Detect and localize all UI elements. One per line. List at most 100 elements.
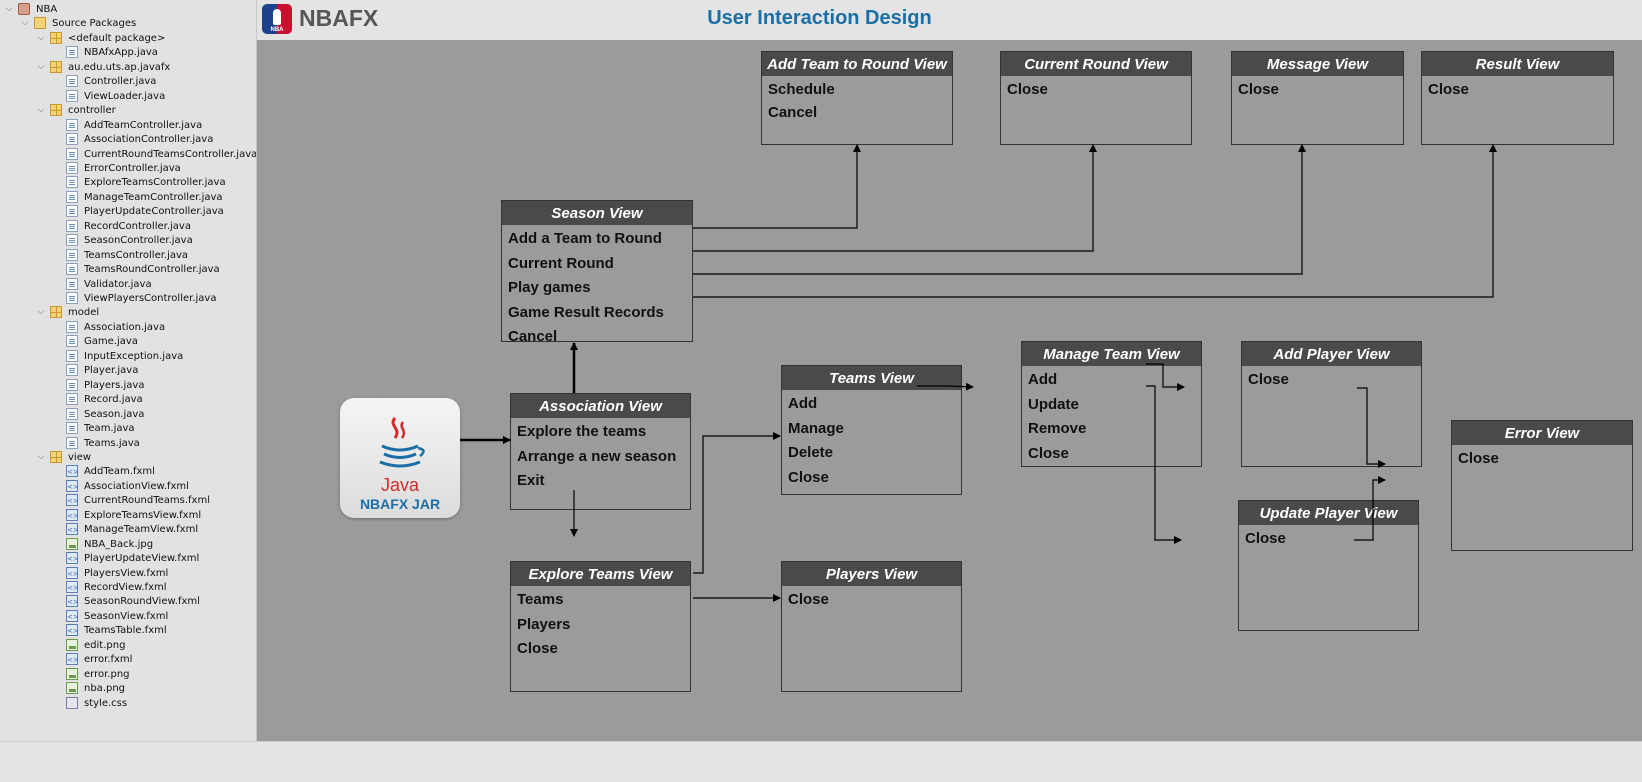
tree-item[interactable]: ⌵controller — [0, 103, 256, 118]
tree-item[interactable]: Season.java — [0, 407, 256, 422]
tree-item[interactable]: SeasonView.fxml — [0, 609, 256, 625]
java-file-icon — [66, 190, 78, 203]
tree-item[interactable]: PlayersView.fxml — [0, 566, 256, 582]
tree-item[interactable]: PlayerUpdateController.java — [0, 204, 256, 219]
view-item: Remove — [1028, 420, 1087, 437]
tree-item[interactable]: ExploreTeamsView.fxml — [0, 508, 256, 524]
tree-item[interactable]: NBA_Back.jpg — [0, 537, 256, 552]
tree-item[interactable]: PlayerUpdateView.fxml — [0, 551, 256, 567]
tree-item-label: PlayerUpdateController.java — [84, 206, 224, 218]
view-item: Play games — [508, 279, 591, 296]
chevron-down-icon[interactable]: ⌵ — [37, 32, 45, 43]
tree-item[interactable]: error.fxml — [0, 652, 256, 668]
tree-item[interactable]: SeasonRoundView.fxml — [0, 594, 256, 610]
tree-item[interactable]: ManageTeamController.java — [0, 190, 256, 205]
tree-item-label: AssociationView.fxml — [84, 480, 189, 492]
tree-item[interactable]: ErrorController.java — [0, 161, 256, 176]
tree-item[interactable]: ⌵Source Packages — [0, 16, 256, 31]
tree-item[interactable]: Players.java — [0, 378, 256, 393]
fxml-file-icon — [66, 479, 79, 495]
view-item: Close — [1245, 530, 1286, 547]
tree-item[interactable]: Teams.java — [0, 436, 256, 451]
tree-item[interactable]: ManageTeamView.fxml — [0, 522, 256, 538]
tree-item[interactable]: AssociationController.java — [0, 132, 256, 147]
chevron-down-icon[interactable]: ⌵ — [37, 451, 45, 462]
tree-item[interactable]: ⌵model — [0, 305, 256, 320]
tree-item[interactable]: RecordController.java — [0, 219, 256, 234]
tree-item[interactable]: AddTeam.fxml — [0, 464, 256, 480]
tree-item[interactable]: Controller.java — [0, 74, 256, 89]
tree-item[interactable]: ViewPlayersController.java — [0, 291, 256, 306]
view-items: Close — [1242, 366, 1421, 391]
tree-item[interactable]: CurrentRoundTeamsController.java — [0, 147, 256, 162]
chevron-down-icon[interactable]: ⌵ — [5, 4, 13, 14]
java-file-icon — [66, 89, 78, 102]
app-header: NBA NBAFX User Interaction Design — [257, 0, 1642, 40]
tree-item[interactable]: CurrentRoundTeams.fxml — [0, 493, 256, 509]
tree-item[interactable]: Association.java — [0, 320, 256, 335]
tree-item-label: Team.java — [84, 423, 135, 435]
java-file-icon — [66, 75, 78, 88]
java-jar-icon[interactable]: Java NBAFX JAR — [340, 398, 460, 518]
package-icon — [50, 306, 62, 319]
view-item: Close — [788, 468, 829, 486]
tree-item[interactable]: Record.java — [0, 392, 256, 407]
package-icon — [50, 450, 62, 463]
view-item: Delete — [788, 444, 834, 461]
tree-item[interactable]: ⌵<default package> — [0, 31, 256, 46]
tree-item[interactable]: SeasonController.java — [0, 233, 256, 248]
java-cup-icon — [379, 417, 425, 468]
view-item: Close — [1007, 81, 1048, 98]
tree-item[interactable]: TeamsRoundController.java — [0, 262, 256, 277]
tree-item[interactable]: edit.png — [0, 638, 256, 653]
tree-item[interactable]: TeamsController.java — [0, 248, 256, 263]
tree-item[interactable]: AddTeamController.java — [0, 118, 256, 133]
tree-item-label: ExploreTeamsView.fxml — [84, 509, 202, 521]
connector-arrows — [440, 144, 1497, 602]
tree-item[interactable]: error.png — [0, 667, 256, 682]
chevron-down-icon[interactable]: ⌵ — [37, 307, 45, 318]
tree-item-label: PlayersView.fxml — [84, 567, 169, 579]
tree-item[interactable]: Validator.java — [0, 277, 256, 292]
tree-item[interactable]: ⌵au.edu.uts.ap.javafx — [0, 60, 256, 75]
tree-item[interactable]: style.css — [0, 696, 256, 711]
tree-item[interactable]: nba.png — [0, 681, 256, 696]
tree-item[interactable]: RecordView.fxml — [0, 580, 256, 596]
view-title: Error View — [1452, 421, 1632, 445]
tree-item-label: AddTeam.fxml — [84, 466, 155, 478]
chevron-down-icon[interactable]: ⌵ — [21, 18, 29, 29]
css-file-icon — [66, 696, 78, 709]
chevron-down-icon[interactable]: ⌵ — [37, 105, 45, 116]
brand-name: NBAFX — [299, 5, 379, 31]
view-item: Close — [1428, 81, 1469, 98]
tree-item[interactable]: ViewLoader.java — [0, 89, 256, 104]
tree-item-label: AssociationController.java — [84, 134, 214, 146]
view-item: Add — [1028, 371, 1058, 388]
java-file-icon — [66, 219, 78, 232]
tree-item[interactable]: Team.java — [0, 421, 256, 436]
java-file-icon — [66, 118, 78, 131]
tree-item[interactable]: Player.java — [0, 363, 256, 378]
project-tree[interactable]: ⌵NBA⌵Source Packages⌵<default package>NB… — [0, 0, 257, 741]
tree-item-label: RecordController.java — [84, 220, 191, 232]
chevron-down-icon[interactable]: ⌵ — [37, 61, 45, 72]
tree-item-label: NBA — [36, 4, 58, 15]
tree-item[interactable]: AssociationView.fxml — [0, 479, 256, 495]
tree-item[interactable]: TeamsTable.fxml — [0, 623, 256, 639]
tree-item[interactable]: NBAfxApp.java — [0, 45, 256, 60]
tree-item[interactable]: Game.java — [0, 334, 256, 349]
wire-manage-to-add-player — [1146, 363, 1185, 391]
wire-season-to-add-team — [693, 144, 861, 229]
view-item: Cancel — [508, 328, 558, 345]
tree-item[interactable]: ⌵view — [0, 450, 256, 465]
view-title: Update Player View — [1239, 501, 1418, 525]
nba-logo: NBA — [262, 4, 292, 34]
tree-item[interactable]: ExploreTeamsController.java — [0, 175, 256, 190]
tree-item[interactable]: InputException.java — [0, 349, 256, 364]
fxml-file-icon — [66, 595, 79, 610]
tree-item[interactable]: ⌵ NBA — [0, 2, 256, 17]
java-file-icon — [66, 422, 78, 435]
